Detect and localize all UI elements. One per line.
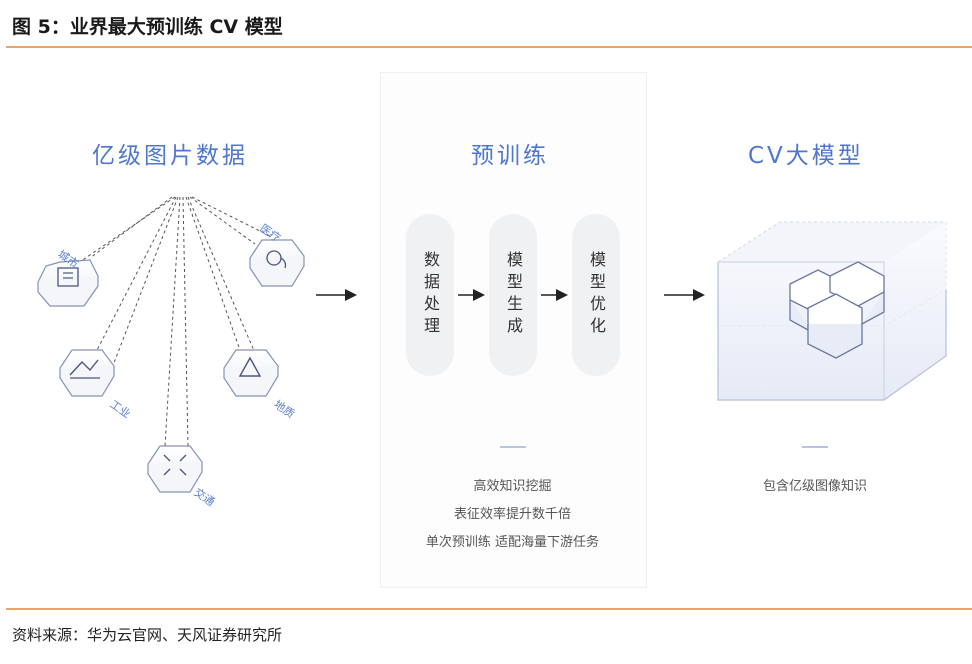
model-feature: 包含亿级图像知识 <box>762 479 867 494</box>
step-label: 模型生成 <box>504 251 523 339</box>
step-model-optimization: 模型优化 <box>572 214 620 376</box>
step-model-generation: 模型生成 <box>489 214 537 376</box>
pretrain-feature: 高效知识挖掘 <box>473 479 552 494</box>
step-label: 数据处理 <box>421 251 440 339</box>
cv-model-graphic <box>717 221 947 401</box>
city-icon <box>37 259 99 307</box>
industry-icon <box>59 349 115 397</box>
pretrain-feature: 单次预训练 适配海量下游任务 <box>425 535 600 550</box>
geology-icon <box>223 349 279 397</box>
figure-title: 图 5：业界最大预训练 CV 模型 <box>12 16 283 38</box>
report-header: 图 5：业界最大预训练 CV 模型 <box>0 0 972 48</box>
bottom-divider <box>6 608 972 610</box>
traffic-icon <box>147 445 203 493</box>
source-note: 资料来源：华为云官网、天风证券研究所 <box>12 626 283 644</box>
heading-image-data: 亿级图片数据 <box>92 143 248 169</box>
heading-pretrain: 预训练 <box>471 143 549 169</box>
step-data-processing: 数据处理 <box>406 214 454 376</box>
pretrain-feature: 表征效率提升数千倍 <box>453 507 571 522</box>
model-divider <box>802 446 828 448</box>
top-divider <box>6 46 972 48</box>
pretrain-divider <box>500 446 526 448</box>
connection-lines <box>64 196 271 447</box>
heading-cv-model: CV大模型 <box>748 143 864 169</box>
medical-icon <box>249 239 305 287</box>
step-label: 模型优化 <box>587 251 606 339</box>
